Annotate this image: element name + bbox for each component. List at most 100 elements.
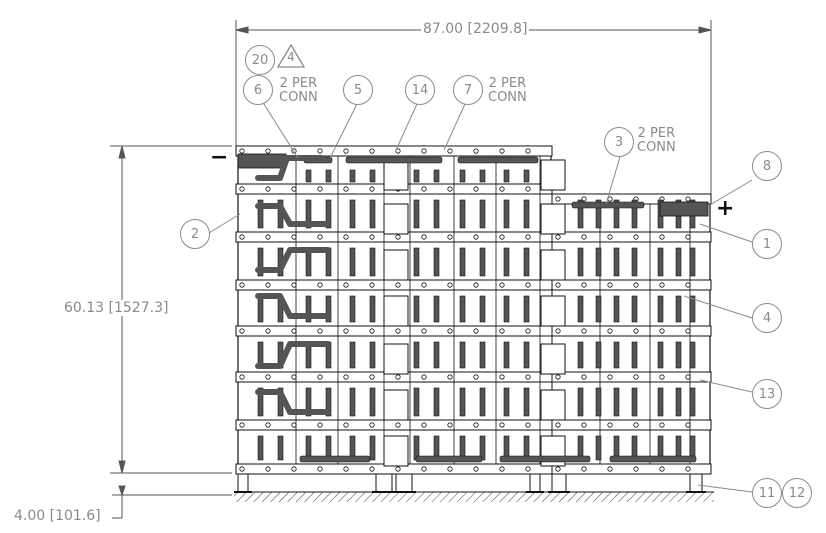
terminal-bar	[413, 341, 420, 369]
terminal-bar	[305, 295, 312, 323]
tray-bolt	[499, 282, 505, 288]
tray-bolt	[473, 186, 479, 192]
terminal-bar	[325, 387, 332, 417]
terminal-bar	[689, 387, 696, 417]
overall-width-dimension: 87.00 [2209.8]	[421, 21, 530, 37]
tray-bolt	[317, 466, 323, 472]
terminal-bar	[433, 169, 440, 183]
tray-bolt	[525, 282, 531, 288]
terminal-bar	[479, 387, 486, 417]
tray-bolt	[581, 234, 587, 240]
tray-bolt	[525, 234, 531, 240]
tray-bolt	[659, 328, 665, 334]
terminal-bar	[689, 341, 696, 369]
tray-bolt	[317, 282, 323, 288]
tray-bolt	[499, 328, 505, 334]
terminal-bar	[503, 341, 510, 369]
tray-bolt	[685, 196, 691, 202]
rack-foot	[689, 473, 703, 493]
negative-terminal-mark: −	[210, 145, 229, 170]
tray-bolt	[343, 422, 349, 428]
note-top-left: 2 PER CONN	[279, 76, 318, 105]
terminal-bar	[523, 341, 530, 369]
tray-bolt	[317, 328, 323, 334]
ground-hatch	[234, 491, 714, 502]
terminal-bar	[349, 387, 356, 417]
tray-bolt	[265, 374, 271, 380]
busbar	[499, 455, 591, 463]
terminal-bar	[479, 199, 486, 229]
tray-bolt	[265, 234, 271, 240]
tier-tray-right	[551, 279, 712, 291]
terminal-bar	[257, 435, 264, 461]
tray-bolt	[343, 234, 349, 240]
tray-bolt	[447, 422, 453, 428]
terminal-bar	[595, 341, 602, 369]
inter-tier-connector	[255, 341, 331, 369]
terminal-bar	[503, 387, 510, 417]
inter-tier-connector	[255, 203, 331, 227]
terminal-box	[540, 159, 566, 191]
terminal-bar	[595, 247, 602, 277]
tray-bolt	[659, 282, 665, 288]
terminal-bar	[459, 387, 466, 417]
tier-tray-right	[551, 325, 712, 337]
tray-bolt	[239, 234, 245, 240]
terminal-bar	[413, 247, 420, 277]
terminal-bar	[305, 387, 312, 417]
tray-bolt	[421, 148, 427, 154]
busbar	[345, 156, 443, 164]
tray-bolt	[291, 466, 297, 472]
terminal-bar	[369, 341, 376, 369]
tray-bolt	[369, 466, 375, 472]
tray-bolt	[685, 466, 691, 472]
tray-bolt	[525, 374, 531, 380]
tray-bolt	[343, 282, 349, 288]
tray-bolt	[291, 148, 297, 154]
triangle-note-number: 4	[287, 50, 295, 64]
balloon-8: 8	[752, 151, 782, 181]
terminal-bar	[257, 199, 264, 229]
tray-bolt	[607, 422, 613, 428]
tray-bolt	[369, 422, 375, 428]
note-right: 2 PER CONN	[637, 126, 676, 155]
tray-bolt	[555, 328, 561, 334]
tier-tray-left	[235, 419, 553, 431]
rack-foot	[237, 473, 249, 493]
tray-bolt	[369, 148, 375, 154]
tray-bolt	[421, 374, 427, 380]
rack-foot	[529, 473, 541, 493]
tray-bolt	[369, 234, 375, 240]
terminal-bar	[479, 295, 486, 323]
terminal-bar	[689, 295, 696, 323]
tray-bolt	[473, 374, 479, 380]
tray-bolt	[555, 374, 561, 380]
inter-tier-connector	[255, 293, 331, 319]
tray-bolt	[447, 466, 453, 472]
tray-bolt	[447, 374, 453, 380]
balloon-5: 5	[343, 75, 373, 105]
tray-bolt	[343, 148, 349, 154]
tray-bolt	[343, 186, 349, 192]
tray-bolt	[447, 328, 453, 334]
terminal-bar	[459, 199, 466, 229]
terminal-bar	[349, 199, 356, 229]
terminal-bar	[349, 247, 356, 277]
tray-bolt	[317, 186, 323, 192]
tray-bolt	[659, 374, 665, 380]
terminal-bar	[595, 199, 602, 229]
terminal-bar	[369, 247, 376, 277]
tray-bolt	[395, 466, 401, 472]
terminal-bar	[613, 387, 620, 417]
busbar	[571, 201, 645, 209]
terminal-bar	[675, 247, 682, 277]
terminal-bar	[433, 341, 440, 369]
tray-bolt	[659, 422, 665, 428]
tray-bolt	[421, 422, 427, 428]
terminal-bar	[413, 169, 420, 183]
positive-terminal-block	[659, 201, 709, 217]
terminal-bar	[433, 199, 440, 229]
terminal-bar	[503, 247, 510, 277]
positive-terminal-mark: +	[716, 196, 735, 221]
tray-bolt	[473, 328, 479, 334]
